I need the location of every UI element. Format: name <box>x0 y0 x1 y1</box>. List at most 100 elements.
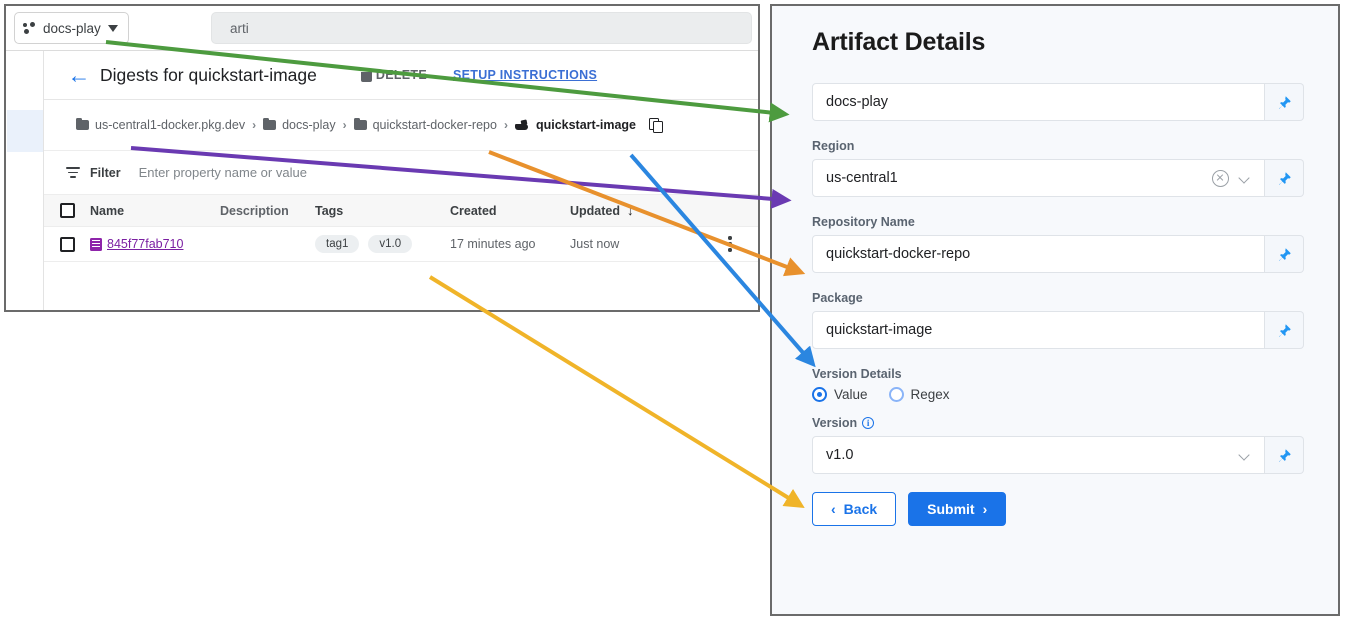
column-header-created[interactable]: Created <box>450 203 497 218</box>
delete-button[interactable]: DELETE <box>360 68 428 82</box>
submit-button[interactable]: Submit › <box>908 492 1007 526</box>
pin-icon <box>1278 323 1291 337</box>
console-content: ← Digests for quickstart-image DELETE SE… <box>44 51 758 310</box>
select-all-checkbox[interactable] <box>44 203 90 218</box>
tag-chip[interactable]: v1.0 <box>368 235 413 253</box>
checkbox-icon <box>59 203 75 218</box>
cell-name: 845f77fab710 <box>90 237 220 251</box>
breadcrumb-label: quickstart-docker-repo <box>372 118 497 132</box>
tag-chip[interactable]: tag1 <box>315 235 360 253</box>
folder-icon <box>76 117 89 130</box>
filter-bar: Filter Enter property name or value <box>44 151 758 195</box>
kebab-menu-icon[interactable] <box>728 236 732 252</box>
column-header-updated-label: Updated <box>570 203 620 218</box>
version-input[interactable]: v1.0 <box>812 436 1265 474</box>
console-panel: docs-play arti ← Digests for quickstart-… <box>4 4 760 312</box>
breadcrumb-item-image[interactable]: quickstart-image <box>514 118 636 132</box>
breadcrumb-item-registry[interactable]: us-central1-docker.pkg.dev <box>76 117 246 132</box>
filter-icon <box>66 167 80 178</box>
version-label-wrap: Version i <box>812 416 1304 430</box>
field-repository-name: Repository Name quickstart-docker-repo <box>812 215 1304 273</box>
pin-icon <box>1278 171 1291 185</box>
chevron-down-icon[interactable] <box>1239 173 1250 184</box>
pin-button-package[interactable] <box>1265 311 1304 349</box>
radio-regex[interactable]: Regex <box>888 387 950 402</box>
left-nav-rail[interactable] <box>6 51 44 310</box>
breadcrumb-item-repo[interactable]: quickstart-docker-repo <box>353 117 497 132</box>
package-input[interactable]: quickstart-image <box>812 311 1265 349</box>
back-button[interactable]: ‹ Back <box>812 492 897 526</box>
radio-value-label: Value <box>834 387 868 402</box>
back-arrow-icon[interactable]: ← <box>67 61 91 88</box>
pin-button-version[interactable] <box>1265 436 1304 474</box>
region-label: Region <box>812 139 855 153</box>
field-project: docs-play <box>812 83 1304 121</box>
project-input-value: docs-play <box>826 94 889 110</box>
table-header-row: Name Description Tags Created Updated ↓ <box>44 195 758 227</box>
breadcrumb-label: us-central1-docker.pkg.dev <box>95 118 246 132</box>
radio-value[interactable]: Value <box>812 387 868 402</box>
field-version: Version i v1.0 <box>812 416 1304 474</box>
breadcrumb-separator: › <box>252 118 257 132</box>
project-input[interactable]: docs-play <box>812 83 1265 121</box>
page-header: ← Digests for quickstart-image DELETE SE… <box>44 51 758 100</box>
copy-icon[interactable] <box>648 118 663 133</box>
docker-icon <box>514 120 530 131</box>
repository-name-input[interactable]: quickstart-docker-repo <box>812 235 1265 273</box>
region-input[interactable]: us-central1 <box>812 159 1265 197</box>
page-header-actions: DELETE SETUP INSTRUCTIONS <box>360 68 598 82</box>
column-header-updated[interactable]: Updated ↓ <box>570 203 680 218</box>
field-version-details: Version Details Value Regex <box>812 367 1304 402</box>
pin-button-repository-name[interactable] <box>1265 235 1304 273</box>
radio-unselected-icon <box>888 387 904 402</box>
version-label: Version <box>812 416 858 430</box>
chevron-left-icon: ‹ <box>831 501 836 517</box>
pin-button-project[interactable] <box>1265 83 1304 121</box>
filter-label: Filter <box>90 165 121 180</box>
clear-icon[interactable] <box>1212 169 1229 187</box>
breadcrumb-separator: › <box>342 118 347 132</box>
form-title: Artifact Details <box>812 28 986 56</box>
column-header-name[interactable]: Name <box>90 203 125 218</box>
breadcrumb: us-central1-docker.pkg.dev › docs-play ›… <box>44 100 758 151</box>
digest-link[interactable]: 845f77fab710 <box>90 237 220 251</box>
cell-created: 17 minutes ago <box>450 237 536 251</box>
breadcrumb-separator: › <box>503 118 508 132</box>
console-top-bar: docs-play arti <box>6 6 758 51</box>
setup-instructions-link[interactable]: SETUP INSTRUCTIONS <box>453 68 598 82</box>
radio-regex-label: Regex <box>910 387 950 402</box>
row-checkbox[interactable] <box>44 236 90 252</box>
search-input[interactable]: arti <box>211 12 752 44</box>
region-input-value: us-central1 <box>826 170 898 186</box>
delete-button-label: DELETE <box>375 68 428 82</box>
search-input-value: arti <box>230 20 249 36</box>
cell-updated: Just now <box>570 237 620 251</box>
pin-icon <box>1278 95 1291 109</box>
pin-icon <box>1278 448 1291 462</box>
submit-button-label: Submit <box>927 501 975 517</box>
info-icon[interactable]: i <box>862 417 875 429</box>
table-row[interactable]: 845f77fab710 tag1 v1.0 17 minutes ago Ju… <box>44 227 758 262</box>
column-header-description[interactable]: Description <box>220 203 289 218</box>
form-button-row: ‹ Back Submit › <box>812 492 1304 526</box>
project-selector[interactable]: docs-play <box>14 12 129 44</box>
folder-icon <box>263 117 277 130</box>
digest-link-label: 845f77fab710 <box>107 237 184 251</box>
project-selector-label: docs-play <box>43 20 101 36</box>
package-input-value: quickstart-image <box>826 322 933 338</box>
field-region: Region us-central1 <box>812 139 1304 197</box>
artifact-details-panel: Artifact Details docs-play Region <box>770 4 1340 616</box>
repository-name-input-value: quickstart-docker-repo <box>826 246 971 262</box>
back-button-label: Back <box>843 501 878 517</box>
breadcrumb-item-project[interactable]: docs-play <box>263 117 336 132</box>
version-input-value: v1.0 <box>826 447 854 463</box>
chevron-right-icon: › <box>982 501 988 517</box>
pin-icon <box>1278 247 1291 261</box>
column-header-tags[interactable]: Tags <box>315 203 344 218</box>
pin-button-region[interactable] <box>1265 159 1304 197</box>
folder-icon <box>353 117 367 130</box>
chevron-down-icon[interactable] <box>1239 450 1250 461</box>
filter-input[interactable]: Enter property name or value <box>138 165 307 180</box>
chevron-down-icon <box>107 24 118 32</box>
